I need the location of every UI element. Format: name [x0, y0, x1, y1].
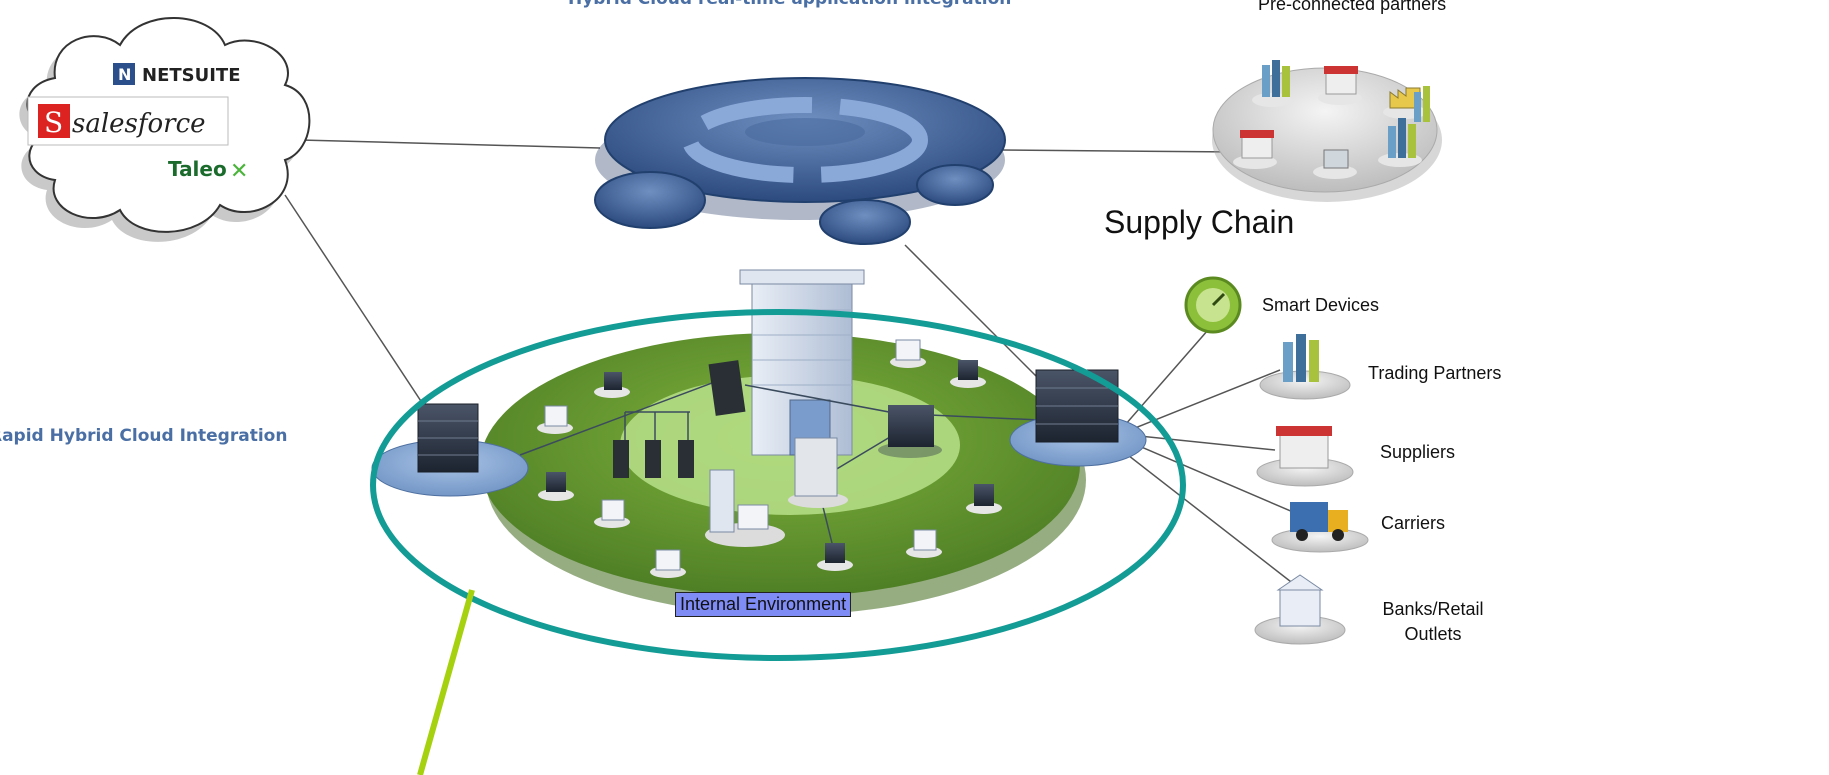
line-hub-to-partners	[999, 149, 1241, 153]
tower-server-icon	[613, 440, 694, 478]
server-icon	[966, 484, 1002, 514]
salesforce-text: salesforce	[72, 109, 206, 139]
server-icon	[594, 372, 630, 398]
smart-devices-label: Smart Devices	[1262, 295, 1380, 315]
line-banks	[1114, 444, 1296, 586]
store-icon	[1318, 66, 1362, 105]
cash-register-icon	[1313, 149, 1357, 179]
internal-environment-label: Internal Environment	[675, 592, 852, 617]
line-cloud-to-internal	[284, 194, 441, 431]
endpoint-icons	[1184, 276, 1369, 645]
monitor-icon	[906, 529, 942, 558]
people-icon	[1252, 60, 1292, 107]
server-icon	[538, 472, 574, 501]
svg-text:N: N	[118, 65, 131, 84]
server-icon	[950, 360, 986, 388]
integration-hub	[594, 77, 1006, 245]
supply-chain-label: Supply Chain	[1104, 204, 1295, 240]
workstation-icon	[705, 469, 785, 547]
bank-icon	[1254, 574, 1346, 645]
saas-cloud: N NETSUITE S salesforce Taleo ✕	[19, 17, 311, 242]
line-suppliers	[1129, 434, 1276, 451]
banks-label: Banks/Retail Outlets	[1382, 599, 1484, 644]
file-server-icon	[788, 437, 848, 508]
side-title: Rapid Hybrid Cloud Integration	[0, 426, 288, 446]
taleo-text: Taleo	[168, 157, 227, 181]
netsuite-text: NETSUITE	[142, 65, 241, 86]
monitor-icon	[537, 405, 573, 434]
truck-icon	[1271, 502, 1369, 553]
pre-connected-label: Pre-connected partners	[1258, 0, 1447, 14]
trading-partners-label: Trading Partners	[1368, 363, 1502, 383]
salesforce-logo-icon	[38, 104, 70, 138]
line-carriers	[1124, 439, 1301, 516]
internal-ring	[370, 309, 1186, 661]
small-devices	[537, 339, 1002, 578]
people-icon	[1378, 118, 1422, 167]
people-icon	[1414, 86, 1430, 122]
suppliers-label: Suppliers	[1380, 442, 1456, 462]
taleo-logo-icon: ✕	[230, 159, 248, 184]
people-icon	[1259, 334, 1351, 400]
gauge-icon	[1184, 276, 1242, 334]
store-icon	[1256, 426, 1354, 487]
cycle-arrows-icon	[682, 97, 928, 183]
carriers-label: Carriers	[1381, 513, 1446, 533]
rack-server-icon	[878, 405, 942, 458]
monitor-icon	[650, 549, 686, 578]
lime-callout-line	[417, 589, 475, 775]
netsuite-logo-icon	[113, 63, 135, 85]
store-icon	[1233, 130, 1277, 169]
svg-text:S: S	[44, 106, 63, 139]
building-icon	[739, 269, 865, 456]
partners-disk	[1212, 60, 1442, 202]
diagram-title: Hybrid Cloud real-time application integ…	[568, 0, 1011, 9]
monitor-icon	[594, 499, 630, 528]
left-gateway	[371, 403, 529, 497]
tower-server-icon	[708, 360, 746, 416]
monitor-icon	[890, 339, 926, 368]
server-icon	[817, 543, 853, 571]
line-cloud-to-hub	[299, 139, 601, 149]
